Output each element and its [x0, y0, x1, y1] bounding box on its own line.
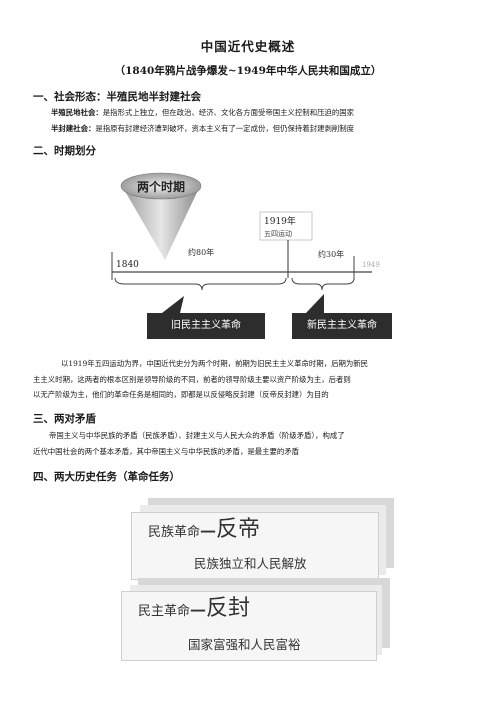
funnel-top	[120, 172, 202, 200]
card-headline: 民族革命—反帝	[148, 517, 260, 546]
card-label: 民主革命	[138, 604, 191, 619]
paragraph-line: 帝国主义与中华民族的矛盾（民族矛盾）、封建主义与人民大众的矛盾（阶级矛盾），构成…	[49, 431, 345, 440]
year-end: 1949	[362, 261, 380, 269]
funnel-label: 两个时期	[137, 179, 185, 194]
brace-left	[114, 277, 287, 291]
definition-term: 半殖民地社会：	[51, 108, 103, 117]
card-big-text: 反帝	[216, 517, 261, 542]
paragraph-line: 主主义时期，这两者的根本区别是领导阶级的不同，前者的领导阶级主要以资产阶级为主，…	[33, 374, 351, 384]
section-heading-4: 四、两大历史任务（革命任务）	[33, 471, 180, 483]
event-year: 1919年	[264, 215, 296, 227]
section-heading-3: 三、两对矛盾	[33, 413, 96, 425]
definition-text: 是指原有封建经济遭到破坏，资本主义有了一定成份，但仍保持着封建剥削制度	[95, 124, 355, 133]
definition-text: 是指形式上独立，但在政治、经济、文化各方面受帝国主义控制和压迫的国家	[102, 108, 355, 117]
contradiction-paragraph: 帝国主义与中华民族的矛盾（民族矛盾）、封建主义与人民大众的矛盾（阶级矛盾），构成…	[33, 428, 473, 459]
card-headline: 民主革命—反封	[138, 596, 250, 625]
section-heading-1: 一、社会形态：半殖民地半封建社会	[33, 91, 201, 103]
card-label: 民族革命	[148, 525, 201, 540]
span-right-label: 约30年	[318, 249, 344, 259]
card-dash: —	[190, 600, 207, 619]
card-subtext: 民族独立和人民解放	[194, 556, 307, 571]
callout-pointer-left	[162, 296, 184, 313]
task-card-2: 民主革命—反封 国家富强和人民富裕	[121, 591, 377, 661]
event-box	[259, 211, 313, 241]
year-start: 1840	[116, 260, 139, 270]
section-heading-2: 二、时期划分	[33, 145, 96, 157]
paragraph-line: 以无产阶级为主，他们的革命任务是相同的，即都是以反侵略反封建（反帝反封建）为目的	[33, 390, 329, 399]
period-left-box: 旧民主主义革命	[147, 313, 265, 339]
card-dash: —	[200, 521, 217, 540]
brace-right	[291, 277, 355, 291]
card-big-text: 反封	[206, 596, 251, 621]
card-subtext: 国家富强和人民富裕	[188, 637, 301, 652]
paragraph-line: 以1919年五四运动为界，中国近代史分为两个时期，前期为旧民主主义革命时期，后期…	[61, 359, 369, 368]
definition-line-2: 半封建社会：是指原有封建经济遭到破坏，资本主义有了一定成份，但仍保持着封建剥削制…	[51, 121, 481, 137]
funnel-body	[122, 186, 200, 260]
period-right-box: 新民主主义革命	[292, 313, 392, 339]
timeline-diagram: 两个时期 1919年 五四运动 约80年 约30年 1840 1949	[111, 172, 380, 313]
page-title: 中国近代史概述	[200, 39, 296, 54]
definition-term: 半封建社会：	[51, 124, 96, 133]
event-name: 五四运动	[264, 229, 292, 238]
definition-line-1: 半殖民地社会：是指形式上独立，但在政治、经济、文化各方面受帝国主义控制和压迫的国…	[51, 105, 471, 121]
period-paragraph: 以1919年五四运动为界，中国近代史分为两个时期，前期为旧民主主义革命时期，后期…	[33, 356, 473, 403]
paragraph-line: 近代中国社会的两个基本矛盾，其中帝国主义与中华民族的矛盾，是最主要的矛盾	[33, 446, 300, 456]
task-card-1: 民族革命—反帝 民族独立和人民解放	[131, 512, 379, 580]
page-subtitle: （1840年鸦片战争爆发~1949年中华人民共和国成立）	[114, 65, 382, 77]
span-left-label: 约80年	[188, 247, 214, 257]
callout-pointer-right	[306, 294, 324, 313]
